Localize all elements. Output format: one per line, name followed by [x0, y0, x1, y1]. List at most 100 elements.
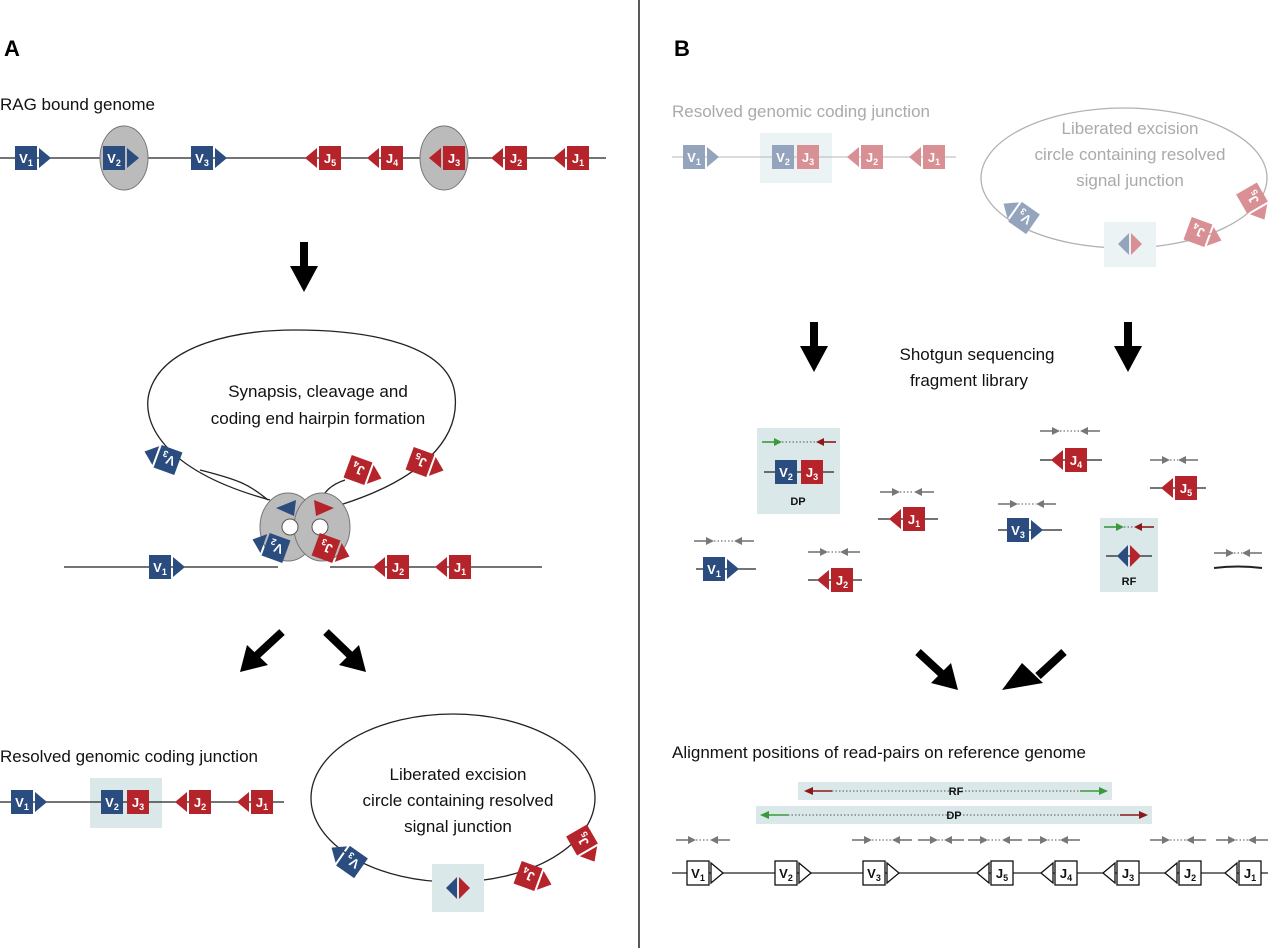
alignment-label: Alignment positions of read-pairs on ref… — [672, 743, 1086, 762]
rf-read-pair — [1104, 523, 1154, 531]
excision-label-line-1: Liberated excision — [389, 765, 526, 784]
signal-joint-highlight — [432, 864, 484, 912]
alignment-read-pair-6 — [1150, 836, 1206, 844]
j4-segment: J4 — [343, 454, 382, 486]
j1-segment: J1 — [909, 145, 945, 169]
j3-label: J3 — [448, 151, 460, 168]
v2-segment: V2 — [252, 532, 291, 564]
excision-label-line-2: circle containing resolved — [363, 791, 554, 810]
j4-label: J4 — [1070, 453, 1082, 470]
alignment-read-pair-5 — [1028, 836, 1080, 844]
v1-segment: V1 — [683, 145, 719, 169]
j1-segment: J1 — [553, 146, 589, 170]
v2-label: V2 — [107, 151, 121, 168]
v1-segment: V1 — [149, 555, 185, 579]
panel-b-letter: B — [674, 36, 690, 61]
j3-label: J3 — [1122, 866, 1134, 883]
j1-read-pair — [880, 488, 934, 496]
j1-label: J1 — [1244, 866, 1256, 883]
j4-read-pair — [1040, 427, 1100, 435]
j1-segment: J1 — [237, 790, 273, 814]
v1-segment: V1 — [15, 146, 51, 170]
alignment-read-pair-1 — [676, 836, 730, 844]
v2-segment: V2 — [103, 146, 139, 170]
shotgun-label-line-1: Shotgun sequencing — [899, 345, 1054, 364]
j2-label: J2 — [866, 150, 878, 167]
j5-segment: J5 — [566, 824, 598, 862]
rf-signal-joint — [1117, 545, 1141, 567]
rf-alignment-pair — [804, 787, 1108, 795]
j2-label: J2 — [510, 151, 522, 168]
b-resolved-junction-label: Resolved genomic coding junction — [672, 102, 930, 121]
j2-segment: J2 — [847, 145, 883, 169]
alignment-read-pair-7 — [1216, 836, 1268, 844]
j5-segment: J5 — [405, 446, 444, 478]
rf-alignment-tag: RF — [949, 786, 964, 798]
dp-alignment-pair — [760, 811, 1148, 819]
synapsis-label-line-2: coding end hairpin formation — [211, 409, 426, 428]
j2-segment: J2 — [1163, 860, 1202, 886]
dp-alignment-tag: DP — [946, 810, 961, 822]
v3-label: V3 — [159, 448, 178, 469]
j5-segment: J5 — [1161, 476, 1197, 500]
j4-segment: J4 — [513, 860, 552, 892]
j2-segment: J2 — [491, 146, 527, 170]
shotgun-label-line-2: fragment library — [910, 371, 1029, 390]
j5-segment: J5 — [305, 146, 341, 170]
j1-segment: J1 — [889, 507, 925, 531]
b-excision-label-line-1: Liberated excision — [1061, 119, 1198, 138]
resolved-genomic-junction: V1 V2 J3 J2 J1 — [0, 778, 284, 828]
v1-segment: V1 — [686, 860, 725, 886]
j1-label: J1 — [908, 512, 920, 529]
split-arrow-right — [323, 629, 366, 672]
j5-label: J5 — [996, 866, 1008, 883]
v1-label: V1 — [687, 150, 701, 167]
j1-label: J1 — [572, 151, 584, 168]
j2-label: J2 — [194, 795, 206, 812]
j5-label: J5 — [412, 451, 429, 471]
j3-segment: J3 — [429, 146, 465, 170]
alignment-read-pair-4 — [968, 836, 1022, 844]
j4-label: J4 — [1190, 221, 1207, 241]
v3-segment: V3 — [144, 444, 183, 476]
v2-label: V2 — [267, 536, 286, 557]
alignment-read-pair-3 — [918, 836, 964, 844]
v1-label: V1 — [153, 560, 167, 577]
panel-a-letter: A — [4, 36, 20, 61]
v2-label: V2 — [779, 465, 793, 482]
j3-label: J3 — [132, 795, 144, 812]
v3-segment: V3 — [191, 146, 227, 170]
j4-label: J4 — [520, 865, 537, 885]
v1-label: V1 — [19, 151, 33, 168]
j1-segment: J1 — [1223, 860, 1262, 886]
b-signal-joint — [1118, 233, 1142, 255]
j1-label: J1 — [256, 795, 268, 812]
j2-label: J2 — [836, 573, 848, 590]
v3-segment: V3 — [1003, 201, 1040, 235]
v3-segment: V3 — [1007, 518, 1043, 542]
v1-label: V1 — [707, 562, 721, 579]
signal-joint — [446, 877, 470, 899]
j1-label: J1 — [928, 150, 940, 167]
j3-label: J3 — [802, 150, 814, 167]
coding-joint-highlight — [90, 778, 162, 828]
v1-segment: V1 — [11, 790, 47, 814]
j2-read-pair — [808, 548, 860, 556]
v2-label: V2 — [776, 150, 790, 167]
v3-read-pair — [998, 500, 1056, 508]
v3-label: V3 — [867, 866, 881, 883]
b-coding-joint-highlight — [760, 133, 832, 183]
b-signal-joint-highlight — [1104, 222, 1156, 267]
j2-label: J2 — [1184, 866, 1196, 883]
v2-label: V2 — [105, 795, 119, 812]
resolved-junction-label: Resolved genomic coding junction — [0, 747, 258, 766]
synapsis-label-line-1: Synapsis, cleavage and — [228, 382, 408, 401]
j4-segment: J4 — [367, 146, 403, 170]
split-arrow-left — [240, 629, 285, 672]
j2-segment: J2 — [817, 568, 853, 592]
